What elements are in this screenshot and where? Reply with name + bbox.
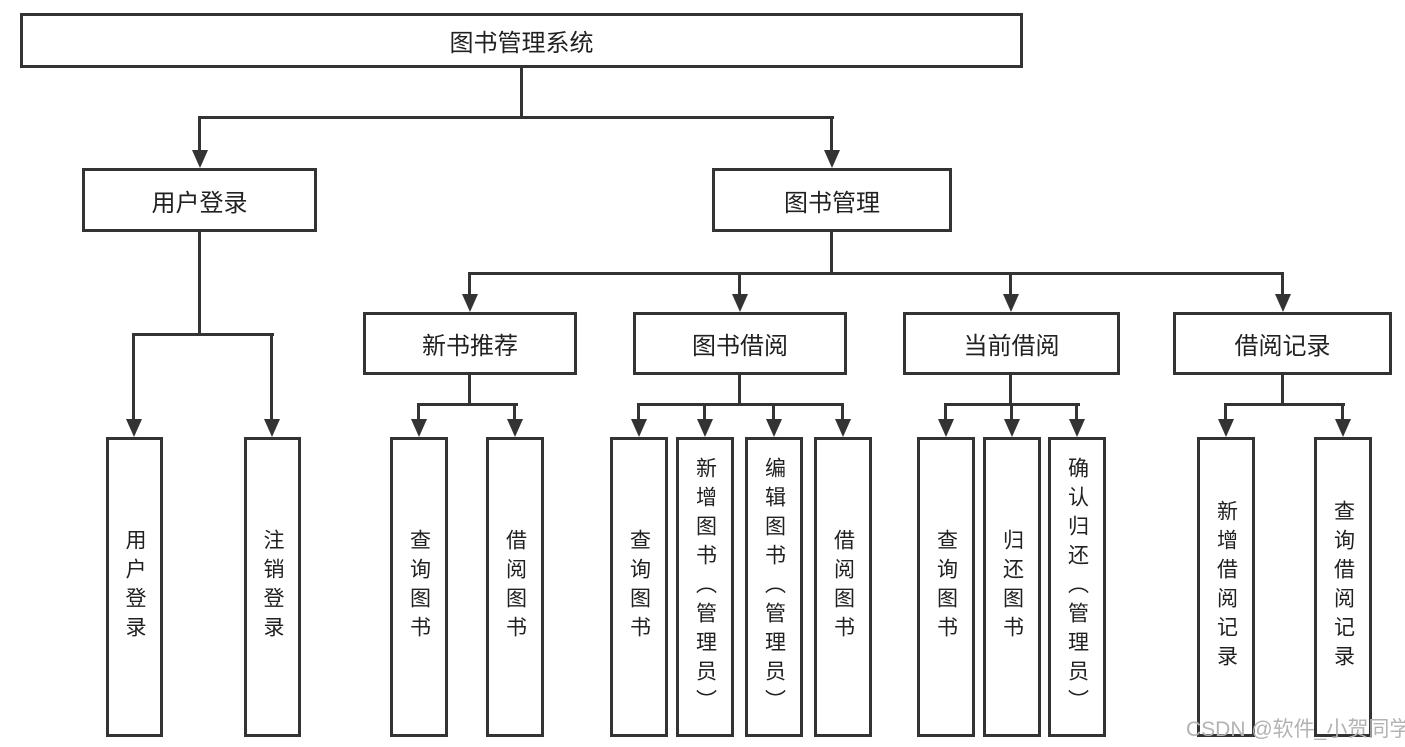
arrow-down-icon — [824, 150, 840, 168]
connector-line — [944, 403, 947, 421]
connector-line — [637, 403, 640, 421]
connector-line — [417, 403, 420, 421]
connector-line — [637, 403, 844, 406]
arrow-down-icon — [938, 419, 954, 437]
connector-line — [198, 116, 201, 153]
leaf-query-book-1: 查询图书 — [390, 437, 448, 737]
connector-line — [520, 66, 523, 119]
connector-line — [1341, 403, 1344, 421]
connector-line — [468, 272, 471, 297]
leaf-borrow-book-2: 借阅图书 — [814, 437, 872, 737]
connector-line — [132, 333, 274, 336]
connector-line — [468, 272, 1283, 275]
arrow-down-icon — [631, 419, 647, 437]
node-book-mgmt: 图书管理 — [712, 168, 952, 232]
arrow-down-icon — [766, 419, 782, 437]
connector-line — [1009, 272, 1012, 297]
connector-line — [703, 403, 706, 421]
arrow-down-icon — [1003, 294, 1019, 312]
node-book-borrow: 图书借阅 — [633, 312, 847, 375]
arrow-down-icon — [1069, 419, 1085, 437]
connector-line — [270, 333, 273, 422]
connector-line — [417, 403, 518, 406]
arrow-down-icon — [835, 419, 851, 437]
leaf-user-login: 用户登录 — [106, 437, 163, 737]
leaf-edit-book-admin: 编辑图书（管理员） — [745, 437, 803, 737]
connector-line — [830, 116, 833, 153]
leaf-query-book-3: 查询图书 — [917, 437, 975, 737]
leaf-add-borrow-record: 新增借阅记录 — [1197, 437, 1255, 737]
connector-line — [841, 403, 844, 421]
connector-line — [468, 373, 471, 406]
connector-line — [1010, 403, 1013, 421]
arrow-down-icon — [264, 419, 280, 437]
leaf-query-borrow-record: 查询借阅记录 — [1314, 437, 1372, 737]
arrow-down-icon — [507, 419, 523, 437]
arrow-down-icon — [462, 294, 478, 312]
arrow-down-icon — [1335, 419, 1351, 437]
connector-line — [1281, 272, 1284, 297]
connector-line — [1224, 403, 1227, 421]
csdn-watermark: CSDN @软件_小贺同学 — [1186, 718, 1405, 741]
arrow-down-icon — [1218, 419, 1234, 437]
node-new-book-rec: 新书推荐 — [363, 312, 577, 375]
leaf-confirm-return-admin: 确认归还（管理员） — [1048, 437, 1106, 737]
leaf-logout: 注销登录 — [244, 437, 301, 737]
arrow-down-icon — [126, 419, 142, 437]
node-user-login: 用户登录 — [82, 168, 317, 232]
connector-line — [1075, 403, 1078, 421]
node-current-borrow: 当前借阅 — [903, 312, 1120, 375]
node-borrow-record: 借阅记录 — [1173, 312, 1392, 375]
connector-line — [132, 333, 135, 422]
arrow-down-icon — [1275, 294, 1291, 312]
leaf-query-book-2: 查询图书 — [610, 437, 668, 737]
arrow-down-icon — [697, 419, 713, 437]
node-root: 图书管理系统 — [20, 13, 1023, 68]
connector-line — [830, 230, 833, 275]
connector-line — [513, 403, 516, 421]
leaf-add-book-admin: 新增图书（管理员） — [676, 437, 734, 737]
connector-line — [738, 272, 741, 297]
leaf-return-book: 归还图书 — [983, 437, 1041, 737]
connector-line — [738, 373, 741, 406]
arrow-down-icon — [192, 150, 208, 168]
connector-line — [198, 230, 201, 336]
connector-line — [772, 403, 775, 421]
arrow-down-icon — [1004, 419, 1020, 437]
connector-line — [198, 116, 834, 119]
arrow-down-icon — [732, 294, 748, 312]
connector-line — [1281, 373, 1284, 406]
connector-line — [1009, 373, 1012, 406]
leaf-borrow-book-1: 借阅图书 — [486, 437, 544, 737]
arrow-down-icon — [411, 419, 427, 437]
connector-line — [1224, 403, 1345, 406]
